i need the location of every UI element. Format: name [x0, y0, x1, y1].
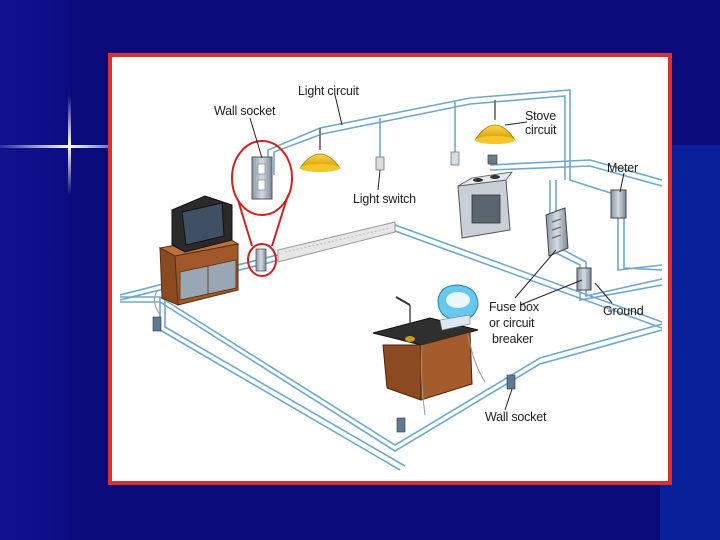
wall-socket-magnified: [251, 156, 273, 200]
label-wall-socket-bottom: Wall socket: [485, 410, 547, 424]
label-fuse-box-line-1: Fuse box: [489, 300, 539, 314]
label-ground: Ground: [603, 304, 644, 318]
electric-meter: [610, 189, 627, 219]
sparkle-vertical: [68, 95, 71, 195]
fuse-box: [545, 207, 569, 257]
leader-lines: [249, 94, 625, 411]
sparkle-horizontal: [0, 145, 108, 148]
ground-box: [576, 267, 592, 291]
computer: [437, 284, 479, 331]
label-meter: Meter: [607, 161, 638, 175]
stove-outlet: [487, 154, 498, 165]
label-fuse-box-line-2: or circuit: [489, 316, 535, 330]
label-fuse-box-line-3: breaker: [492, 332, 533, 346]
label-wall-socket-top: Wall socket: [214, 104, 276, 118]
ceiling-lamp-left: [299, 128, 341, 172]
wall-socket-low: [255, 248, 267, 272]
ceiling-lamp-right: [474, 100, 516, 144]
label-light-switch: Light switch: [353, 192, 416, 206]
outlet-left: [152, 316, 162, 332]
light-switch-1: [375, 156, 385, 171]
background-left-panel: [0, 0, 70, 540]
stove: [457, 171, 513, 239]
light-switch-2: [450, 151, 460, 166]
desk-lamp: [395, 296, 411, 306]
label-light-circuit: Light circuit: [298, 84, 359, 98]
tv: [171, 195, 233, 253]
magnifier-callout: [231, 140, 293, 277]
outlet-bottom-right: [506, 374, 516, 390]
outlet-bottom: [396, 417, 406, 433]
label-stove-line-2: circuit: [525, 123, 557, 137]
desk: [372, 317, 479, 401]
baseboard-heater: [277, 221, 396, 263]
label-stove-line-1: Stove: [525, 109, 556, 123]
